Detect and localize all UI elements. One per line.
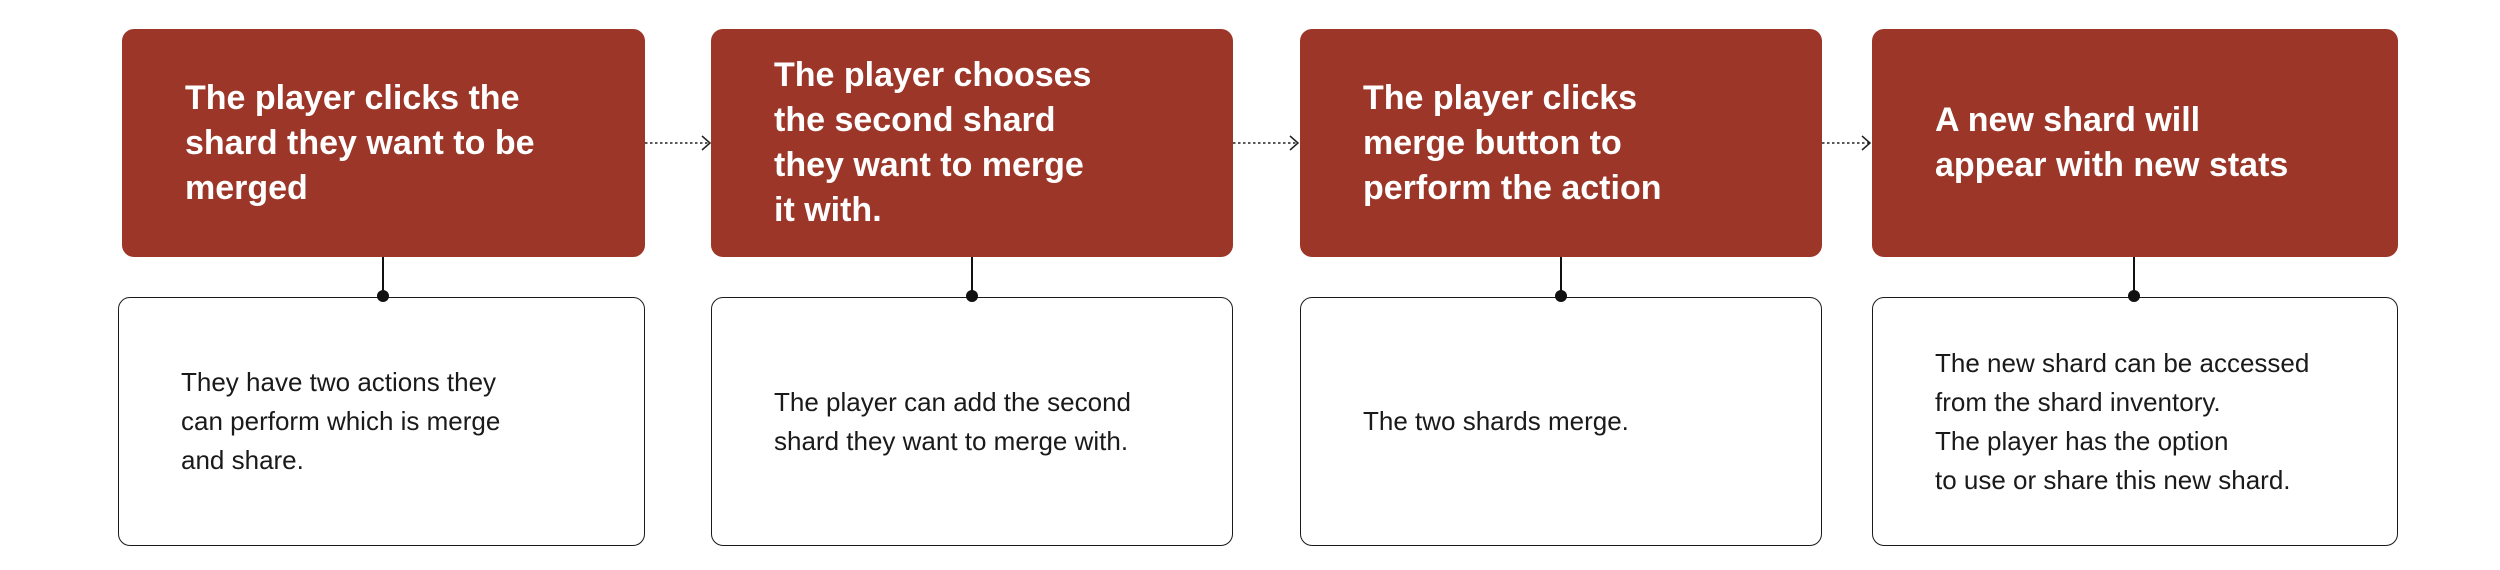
step-4-title: A new shard will appear with new stats <box>1935 101 2289 184</box>
step-3-connector <box>1560 257 1562 297</box>
arrow-step-1-to-2 <box>645 133 712 153</box>
step-1-title: The player clicks the shard they want to… <box>185 78 535 207</box>
step-4-description: The new shard can be accessed from the s… <box>1935 347 2310 495</box>
step-1-detail: They have two actions they can perform w… <box>118 297 645 546</box>
step-4-connector-dot <box>2128 290 2140 302</box>
step-2-detail: The player can add the second shard they… <box>711 297 1233 546</box>
dotted-arrow-icon <box>645 135 712 151</box>
step-2-connector <box>971 257 973 297</box>
arrow-step-3-to-4 <box>1822 133 1872 153</box>
dotted-arrow-icon <box>1233 135 1300 151</box>
step-4-detail: The new shard can be accessed from the s… <box>1872 297 2398 546</box>
step-1-header: The player clicks the shard they want to… <box>122 29 645 257</box>
step-3-title: The player clicks merge button to perfor… <box>1363 78 1662 207</box>
step-2-connector-dot <box>966 290 978 302</box>
step-2-description: The player can add the second shard they… <box>774 386 1132 456</box>
step-2-header: The player chooses the second shard they… <box>711 29 1233 257</box>
arrow-step-2-to-3 <box>1233 133 1300 153</box>
step-1-connector-dot <box>377 290 389 302</box>
step-1-connector <box>382 257 384 297</box>
step-3-header: The player clicks merge button to perfor… <box>1300 29 1822 257</box>
step-2-title: The player chooses the second shard they… <box>774 56 1092 229</box>
step-1-description: They have two actions they can perform w… <box>181 367 501 475</box>
step-4-header: A new shard will appear with new stats <box>1872 29 2398 257</box>
dotted-arrow-icon <box>1822 135 1872 151</box>
step-3-description: The two shards merge. <box>1363 406 1629 436</box>
step-3-connector-dot <box>1555 290 1567 302</box>
step-4-connector <box>2133 257 2135 297</box>
step-3-detail: The two shards merge. <box>1300 297 1822 546</box>
